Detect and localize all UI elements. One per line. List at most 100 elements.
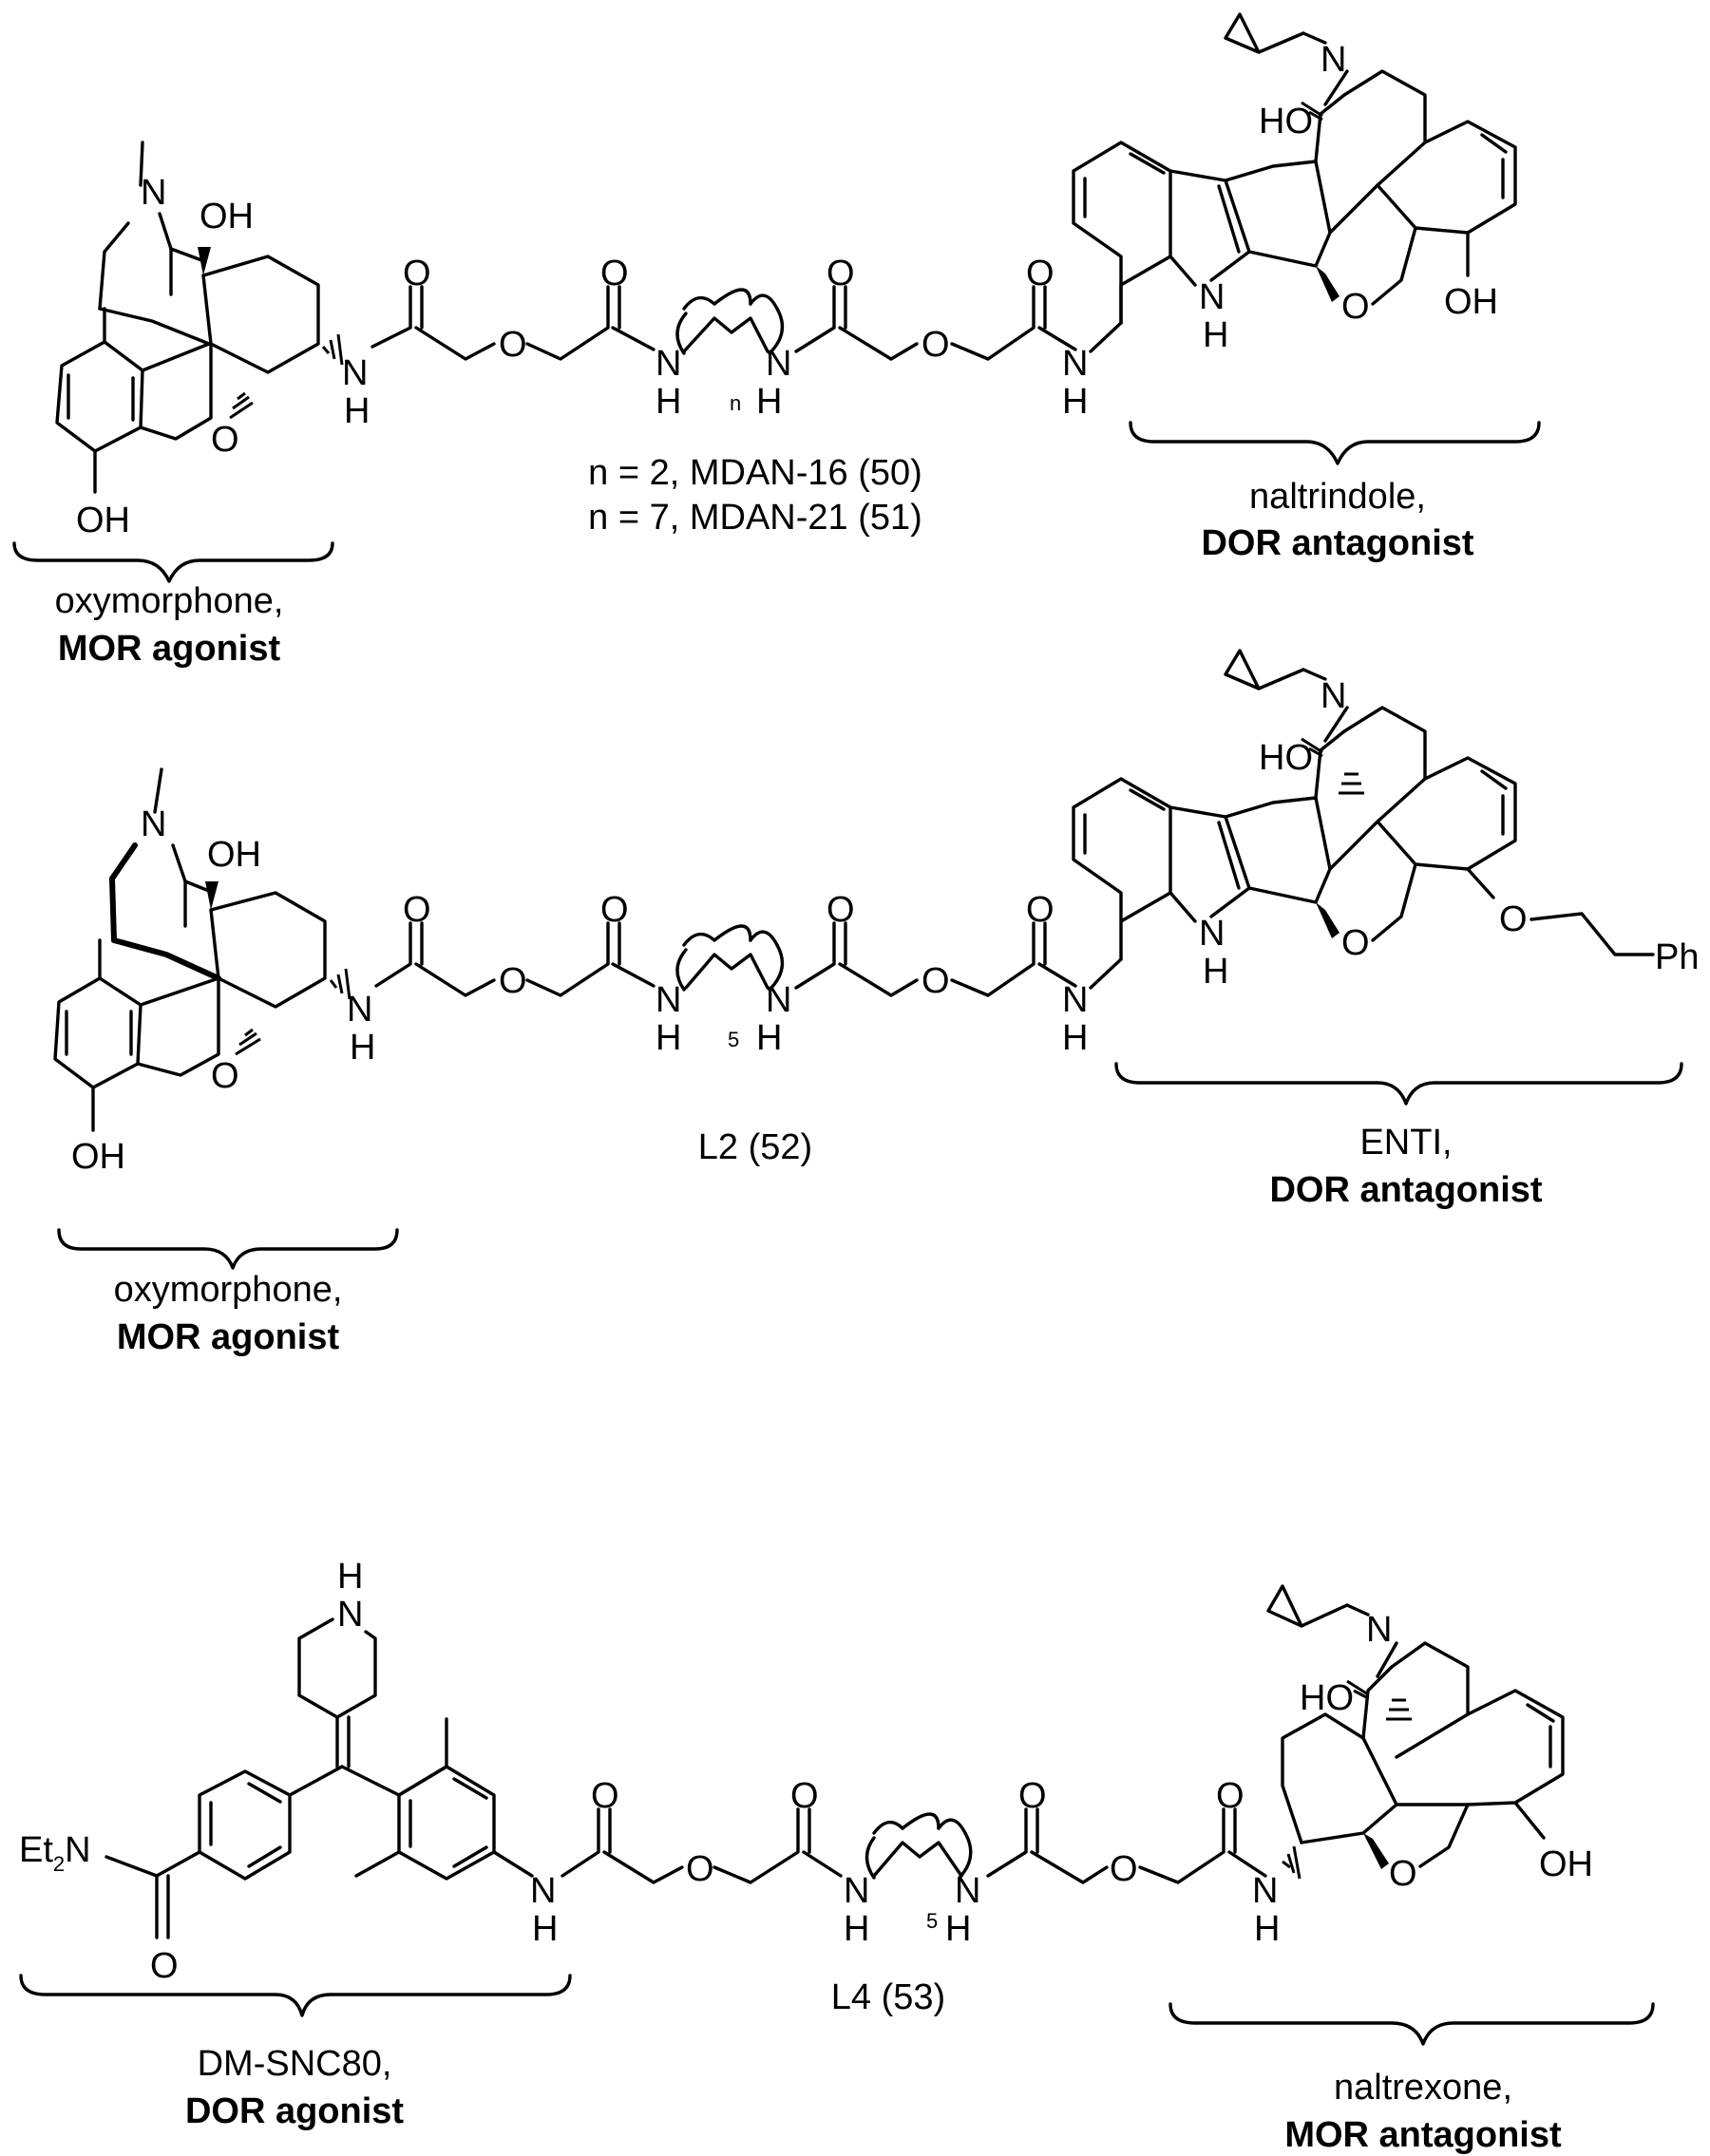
- r3-left-name: DM-SNC80,: [198, 2044, 392, 2084]
- r1-co-o-4: O: [1026, 254, 1054, 293]
- r2-co-o-1: O: [403, 890, 431, 930]
- r3-nh-1-h: H: [532, 1909, 558, 1949]
- r1-compound-line2: n = 7, MDAN-21 (51): [588, 498, 922, 538]
- r3-right-name: naltrexone,: [1334, 2068, 1512, 2108]
- r2-furan-o: O: [211, 1056, 239, 1096]
- r3-brace-right: [1168, 2002, 1655, 2046]
- r1-phenol-oh: OH: [76, 501, 130, 540]
- r1-linker-index: n: [730, 391, 741, 415]
- r2-right-role: DOR antagonist: [1269, 1170, 1542, 1210]
- r3-co-o-3: O: [1018, 1776, 1047, 1816]
- r2-nh-1-h: H: [350, 1028, 375, 1068]
- r3-nh-4: N: [1252, 1871, 1278, 1911]
- row1-linker: O O O N H n N H O O O N H: [370, 254, 1123, 422]
- r2-nh-3-h: H: [756, 1018, 782, 1058]
- r1-co-o-3: O: [826, 254, 855, 293]
- r1-brace-right: [1129, 421, 1541, 465]
- r2-compound: L2 (52): [698, 1127, 812, 1167]
- r1-phenol-oh: OH: [1444, 282, 1498, 322]
- r2-left-role: MOR agonist: [117, 1317, 340, 1357]
- r2-brace-left: [57, 1228, 399, 1270]
- r3-compound: L4 (53): [831, 1977, 945, 2017]
- row2-enti-structure: N H O HO N O Ph: [1072, 649, 1699, 992]
- r1-nh-1: N: [342, 353, 368, 393]
- r3-nh-4-h: H: [1254, 1909, 1280, 1949]
- r2-nh-2-h: H: [656, 1018, 681, 1058]
- r3-ho-atom: HO: [1300, 1678, 1354, 1718]
- row3-naltrexone-structure: O HO N OH: [1266, 1584, 1593, 1894]
- r1-left-role: MOR agonist: [58, 629, 281, 669]
- r2-n-atom: N: [141, 804, 166, 844]
- r2-ho-atom: HO: [1259, 738, 1313, 778]
- row1-naltrindole-structure: N H O HO N OH: [1072, 12, 1517, 355]
- r1-nh-4: N: [1062, 344, 1088, 384]
- r1-nh-2: N: [656, 344, 681, 384]
- r1-oh-atom: OH: [200, 197, 254, 236]
- r2-nh-4-h: H: [1062, 1018, 1088, 1058]
- r1-nh-2-h: H: [656, 382, 681, 422]
- r2-n-atom-right: N: [1320, 676, 1346, 716]
- r1-furan-o: O: [211, 420, 239, 460]
- r1-n-atom: N: [141, 173, 166, 213]
- r1-compound-line1: n = 2, MDAN-16 (50): [588, 453, 922, 493]
- r1-indole-n: N: [1199, 277, 1225, 317]
- r1-left-name: oxymorphone,: [55, 581, 284, 621]
- r1-indole-h: H: [1203, 315, 1228, 355]
- r2-phenol-oh: OH: [71, 1137, 125, 1177]
- r3-co-o-1: O: [591, 1776, 619, 1816]
- r3-n-atom-right: N: [1366, 1610, 1392, 1650]
- r2-indole-h: H: [1203, 952, 1228, 992]
- r2-brace-right: [1114, 1062, 1683, 1106]
- row3-linker: O O O N H 5 N H O O O N H: [560, 1776, 1280, 1949]
- r3-et2n-label: Et2N: [19, 1830, 91, 1876]
- r1-co-o-1: O: [403, 254, 431, 293]
- r1-nh-3: N: [766, 344, 791, 384]
- r3-nh-3-h: H: [945, 1909, 971, 1949]
- r1-nh-1-h: H: [344, 391, 370, 431]
- row3-dm-snc80-structure: H N Et2N O N H: [19, 1557, 558, 1986]
- r1-ho-atom: HO: [1259, 102, 1313, 142]
- r2-indole-n: N: [1199, 914, 1225, 954]
- row2-linker: O O O N H 5 N H O O O N H: [374, 890, 1123, 1058]
- r1-right-role: DOR antagonist: [1201, 523, 1473, 563]
- r3-nh-3: N: [955, 1871, 980, 1911]
- r2-left-name: oxymorphone,: [114, 1270, 343, 1310]
- r1-n-atom-right: N: [1320, 40, 1346, 80]
- r2-nh-1: N: [347, 990, 372, 1030]
- r3-ether-o-2: O: [1110, 1849, 1138, 1889]
- r3-left-role: DOR agonist: [185, 2091, 404, 2131]
- r1-co-o-2: O: [600, 254, 629, 293]
- r2-co-o-2: O: [600, 890, 629, 930]
- r3-co-o-2: O: [790, 1776, 819, 1816]
- r3-linker-index: 5: [926, 1909, 938, 1933]
- r3-furan-o: O: [1389, 1854, 1417, 1894]
- r2-ether-o-2: O: [922, 961, 950, 1001]
- r1-ether-o-1: O: [499, 325, 527, 365]
- r2-ether-o-right: O: [1499, 899, 1528, 939]
- r2-nh-2: N: [656, 980, 681, 1020]
- r3-nh-2-h: H: [844, 1909, 869, 1949]
- r2-co-o-3: O: [826, 890, 855, 930]
- r3-brace-left: [19, 1974, 572, 2017]
- r2-right-name: ENTI,: [1359, 1123, 1452, 1163]
- row1-oxymorphone-structure: N OH O OH N H: [55, 141, 370, 540]
- r2-oh-atom: OH: [207, 835, 261, 875]
- r3-nh-1: N: [530, 1871, 556, 1911]
- r1-nh-4-h: H: [1062, 382, 1088, 422]
- r2-linker-index: 5: [728, 1028, 739, 1051]
- r1-ether-o-2: O: [922, 325, 950, 365]
- r3-pip-n: N: [337, 1595, 363, 1635]
- r3-nh-2: N: [844, 1871, 869, 1911]
- r3-phenol-oh: OH: [1539, 1844, 1593, 1884]
- row2-oxymorphone-structure: N OH O OH N H: [53, 767, 375, 1177]
- r2-furan-o: O: [1341, 923, 1370, 963]
- r2-nh-4: N: [1062, 980, 1088, 1020]
- r1-nh-3-h: H: [756, 382, 782, 422]
- r1-right-name: naltrindole,: [1249, 477, 1426, 517]
- r1-brace-left: [12, 541, 334, 583]
- r3-co-o-4: O: [1216, 1776, 1244, 1816]
- r3-amide-o: O: [150, 1946, 179, 1986]
- r2-ether-o-1: O: [499, 961, 527, 1001]
- r2-ph-atom: Ph: [1655, 937, 1699, 977]
